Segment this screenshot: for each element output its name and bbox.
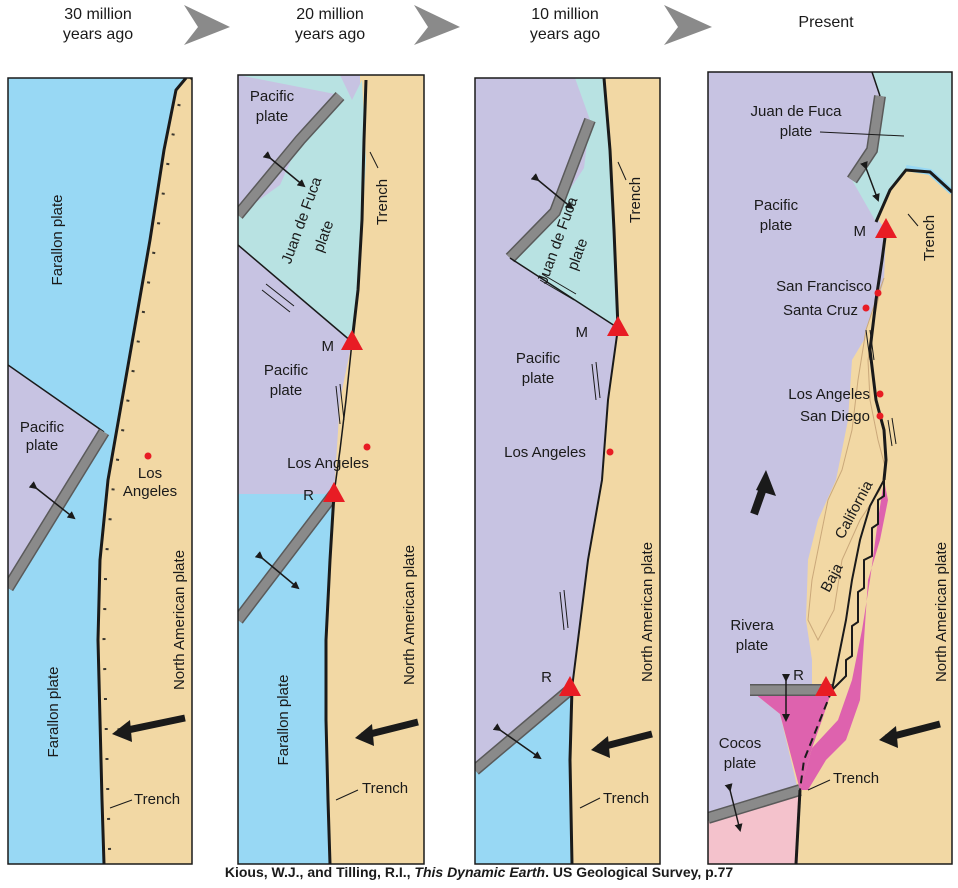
caption-title: This Dynamic Earth (414, 864, 546, 880)
label-m: M (322, 338, 335, 355)
stage-4-time-line1: Present (798, 14, 854, 31)
label-los-angeles: Los Angeles (788, 386, 870, 403)
label-pacific-plate-l1: Pacific (264, 362, 309, 379)
triple-junction-m (875, 218, 897, 238)
label-juan-de-fuca-l2: plate (780, 123, 813, 140)
triple-junction-r (815, 676, 837, 696)
city-dot-los-angeles (876, 390, 884, 398)
label-pacific-plate-l2: plate (760, 217, 793, 234)
label-north-american-plate: North American plate (401, 545, 418, 685)
timeline-arrow-icon (664, 5, 712, 45)
label-trench-north: Trench (627, 177, 644, 223)
label-santa-cruz: Santa Cruz (783, 302, 858, 319)
label-pacific-plate-l2: plate (522, 370, 555, 387)
city-dot-los-angeles (144, 452, 152, 460)
stage-3-time-line2: years ago (530, 26, 600, 43)
label-farallon-plate: Farallon plate (275, 675, 292, 766)
label-trench: Trench (134, 791, 180, 808)
label-pacific-plate-l1: Pacific (754, 197, 799, 214)
label-angeles: Angeles (123, 483, 177, 500)
label-cocos-l2: plate (724, 755, 757, 772)
triple-junction-m (607, 316, 629, 336)
label-los-angeles: Los Angeles (504, 444, 586, 461)
label-pacific-plate-north-l1: Pacific (250, 88, 295, 105)
label-trench-south: Trench (362, 780, 408, 797)
label-cocos-l1: Cocos (719, 735, 762, 752)
label-pacific-plate-north-l2: plate (256, 108, 289, 125)
city-dot-san-francisco (874, 289, 882, 297)
label-pacific-plate-l1: Pacific (516, 350, 561, 367)
label-north-american-plate: North American plate (171, 550, 188, 690)
label-north-american-plate: North American plate (639, 542, 656, 682)
stage-2-time-line1: 20 million (296, 6, 364, 23)
panel-10-million-years-ago: Juan de Fuca plate Trench M Pacific plat… (475, 78, 660, 864)
label-r: R (793, 667, 804, 684)
label-trench-south: Trench (603, 790, 649, 807)
stage-2-time-line2: years ago (295, 26, 365, 43)
timeline-arrow-icon (184, 5, 230, 45)
city-dot-san-diego (876, 412, 884, 420)
label-san-francisco: San Francisco (776, 278, 872, 295)
triple-junction-m (341, 330, 363, 350)
panel-present: Juan de Fuca plate Pacific plate M Trenc… (708, 72, 952, 864)
city-dot-santa-cruz (862, 304, 870, 312)
label-pacific-plate-l2: plate (26, 437, 59, 454)
caption-prefix: Kious, W.J., and Tilling, R.I., (224, 864, 415, 880)
label-farallon-plate-south: Farallon plate (45, 667, 62, 758)
source-caption: Kious, W.J., and Tilling, R.I., This Dyn… (0, 864, 958, 880)
triple-junction-r (559, 676, 581, 696)
label-los-angeles: Los Angeles (287, 455, 369, 472)
label-r: R (303, 487, 314, 504)
label-r: R (541, 669, 552, 686)
label-pacific-plate-l2: plate (270, 382, 303, 399)
label-los: Los (138, 465, 162, 482)
stage-1-time-line2: years ago (63, 26, 133, 43)
panel-20-million-years-ago: Pacific plate Juan de Fuca plate Trench … (238, 75, 424, 864)
stage-1-time-line1: 30 million (64, 6, 132, 23)
timeline-arrow-icon (414, 5, 460, 45)
label-trench-north: Trench (374, 179, 391, 225)
label-san-diego: San Diego (800, 408, 870, 425)
label-rivera-l2: plate (736, 637, 769, 654)
label-farallon-plate-north: Farallon plate (49, 195, 66, 286)
city-dot-los-angeles (363, 443, 371, 451)
label-pacific-plate-l1: Pacific (20, 419, 65, 436)
label-trench-north: Trench (921, 215, 938, 261)
label-m: M (576, 324, 589, 341)
triple-junction-r (323, 482, 345, 502)
timeline-header: 30 million years ago 20 million years ag… (63, 5, 854, 45)
label-trench-south: Trench (833, 770, 879, 787)
city-dot-los-angeles (606, 448, 614, 456)
caption-suffix: . US Geological Survey, p.77 (545, 864, 734, 880)
label-juan-de-fuca-l1: Juan de Fuca (751, 103, 843, 120)
label-north-american-plate: North American plate (933, 542, 950, 682)
label-m: M (854, 223, 867, 240)
panel-30-million-years-ago: Farallon plate Farallon plate North Amer… (8, 78, 192, 864)
label-rivera-l1: Rivera (730, 617, 774, 634)
stage-3-time-line1: 10 million (531, 6, 599, 23)
